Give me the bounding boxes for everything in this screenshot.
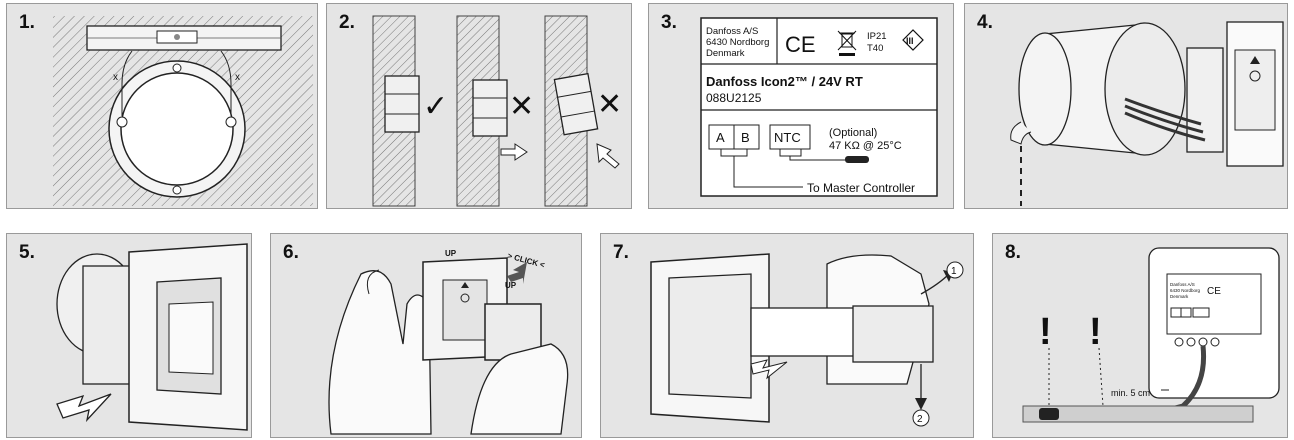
step-6-panel: 6. UP UP > CLICK < <box>270 233 582 438</box>
product-label-wiring-diagram: Danfoss A/S 6430 Nordborg Denmark CE IP2… <box>700 17 938 197</box>
manufacturer-line: 6430 Nordborg <box>706 37 769 48</box>
svg-text:2: 2 <box>917 414 923 425</box>
ntc-spec: 47 KΩ @ 25°C <box>829 140 902 152</box>
checkmark-icon: ✓ <box>423 90 448 123</box>
terminal-ntc: NTC <box>774 130 801 145</box>
svg-text:III: III <box>906 36 914 46</box>
wiring-to-insert-illustration <box>1010 21 1284 206</box>
release-card <box>750 307 860 357</box>
screw-left <box>116 116 128 128</box>
arrow-diagonal-icon <box>596 143 620 169</box>
ip-rating: IP21 <box>867 31 887 42</box>
module-click-illustration: UP UP > CLICK < <box>328 249 569 435</box>
svg-text:1: 1 <box>951 266 957 277</box>
manufacturer-line: Denmark <box>706 48 745 59</box>
arrow-click-icon <box>507 262 527 284</box>
ntc-sensor-icon <box>1039 408 1059 420</box>
step-marker-1 <box>946 261 964 279</box>
cross-icon: ✕ <box>509 90 534 123</box>
step-number: 6. <box>283 242 299 263</box>
up-label-module: UP <box>505 281 517 290</box>
screw-right <box>225 116 237 128</box>
box-depth-illustration: ✓ ✕ ✕ <box>372 15 622 207</box>
box-recessed <box>472 79 508 137</box>
svg-text:Danfoss A/S: Danfoss A/S <box>1170 282 1195 287</box>
step-number: 5. <box>19 242 35 263</box>
step-number: 8. <box>1005 242 1021 263</box>
svg-text:Denmark: Denmark <box>1170 294 1189 299</box>
click-label: > CLICK < <box>506 251 546 270</box>
product-name: Danfoss Icon2™ / 24V RT <box>706 74 863 89</box>
step-number: 2. <box>339 12 355 33</box>
svg-text:CE: CE <box>1207 286 1221 297</box>
frame-mounting-illustration <box>56 243 248 431</box>
min-distance-label: min. 5 cm <box>1111 388 1150 398</box>
class-iii-icon: III <box>902 29 924 51</box>
warning-icon: ! <box>1089 311 1102 353</box>
measure-right-label: x <box>235 72 240 83</box>
step-1-panel: 1. x x <box>6 3 318 209</box>
temp-rating: T40 <box>867 43 883 54</box>
warning-icon: ! <box>1039 311 1052 353</box>
product-code: 088U2125 <box>706 91 762 105</box>
box-tilted <box>553 72 599 136</box>
left-hand <box>328 270 432 435</box>
step-4-panel: 4. <box>964 3 1288 209</box>
ce-mark: CE <box>785 32 816 57</box>
step-8-panel: 8. Danfoss A/S 6430 Nordborg Denmark CE … <box>992 233 1288 438</box>
weee-bin-icon <box>837 30 857 56</box>
measure-left-label: x <box>113 72 118 83</box>
step-number: 3. <box>661 12 677 33</box>
arrow-insert-icon <box>750 359 788 380</box>
wall-box-mounting-illustration: x x <box>53 16 313 206</box>
arrow-left-icon <box>500 143 528 161</box>
optional-note: (Optional) <box>829 127 877 139</box>
terminal-a: A <box>716 130 725 145</box>
step-number: 1. <box>19 12 35 33</box>
step-5-panel: 5. <box>6 233 252 438</box>
right-hand <box>470 343 569 435</box>
step-2-panel: 2. ✓ ✕ ✕ <box>326 3 632 209</box>
sensor-cable-distance-illustration: Danfoss A/S 6430 Nordborg Denmark CE ! !… <box>1022 247 1280 423</box>
step-3-panel: 3. Danfoss A/S 6430 Nordborg Denmark CE … <box>648 3 954 209</box>
svg-text:6430 Nordborg: 6430 Nordborg <box>1170 288 1201 293</box>
wall-box-opening <box>120 72 234 186</box>
floor-channel <box>1022 405 1254 423</box>
step-marker-2 <box>912 409 930 427</box>
terminal-b: B <box>741 130 750 145</box>
insert-module <box>1186 47 1224 153</box>
cross-icon: ✕ <box>597 88 622 121</box>
box-flush <box>384 75 420 133</box>
wall-box <box>1104 22 1186 156</box>
ntc-sensor-icon <box>845 156 869 163</box>
step-7-panel: 7. 1 2 <box>600 233 974 438</box>
up-label-frame: UP <box>445 249 457 258</box>
arrow-push-icon <box>56 393 112 423</box>
step-number: 7. <box>613 242 629 263</box>
mounted-module <box>668 273 752 399</box>
step-number: 4. <box>977 12 993 33</box>
manufacturer-line: Danfoss A/S <box>706 26 758 37</box>
to-master-label: To Master Controller <box>807 181 915 195</box>
release-module-illustration: 1 2 <box>650 253 964 427</box>
